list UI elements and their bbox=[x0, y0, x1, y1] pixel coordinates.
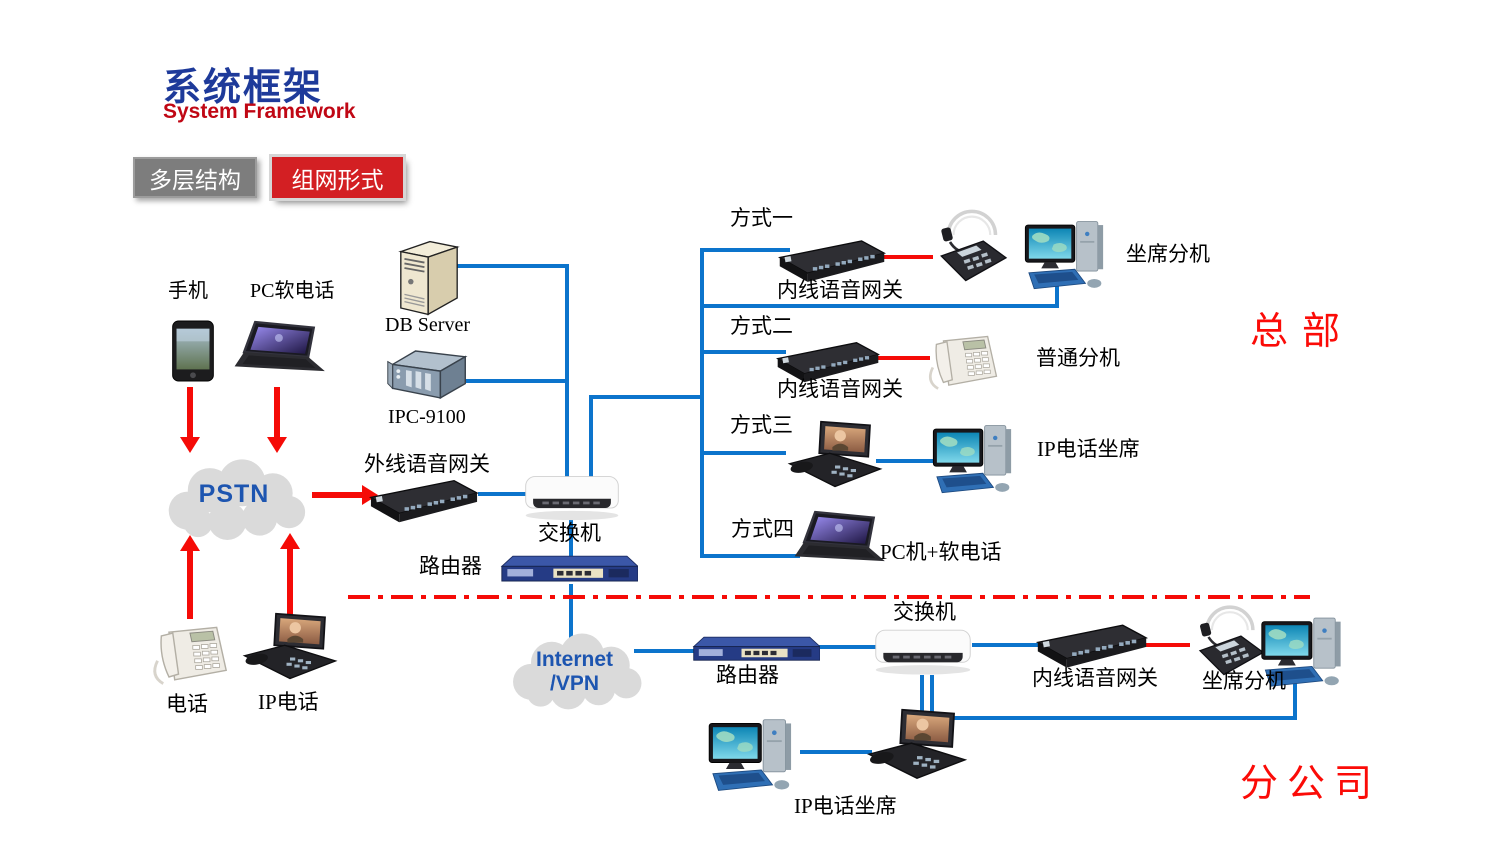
page-subtitle: System Framework bbox=[163, 100, 356, 123]
rack-server-icon bbox=[383, 344, 471, 404]
line-gateway1-to-headsetphone bbox=[873, 255, 933, 259]
line-router2-to-switch2 bbox=[810, 645, 876, 649]
line-switch2-down-ipphone bbox=[920, 675, 924, 723]
router2-label: 路由器 bbox=[716, 663, 779, 687]
smartphone-icon bbox=[170, 320, 216, 382]
router-icon bbox=[500, 554, 638, 586]
line-dbserver-to-trunk bbox=[455, 264, 569, 268]
inner-gateway2-label: 内线语音网关 bbox=[777, 377, 903, 401]
laptop-icon bbox=[233, 318, 328, 380]
ip-agent1-label: IP电话坐席 bbox=[1037, 437, 1140, 461]
ip-video-phone-icon bbox=[240, 612, 340, 682]
method3-label: 方式三 bbox=[730, 413, 793, 437]
switch-label: 交换机 bbox=[538, 521, 601, 545]
arrow-pstn-to-gateway-shaft bbox=[312, 492, 362, 498]
line-vertical-sub bbox=[589, 395, 593, 480]
arrow-laptop-to-pstn-head bbox=[267, 437, 287, 453]
outer-gateway-label: 外线语音网关 bbox=[364, 452, 490, 476]
ip-agent2-label: IP电话坐席 bbox=[794, 794, 897, 818]
page-title: 系统框架 bbox=[163, 67, 324, 109]
line-pc-to-ipphone-bottom bbox=[800, 750, 872, 754]
ipc-9100-label: IPC-9100 bbox=[388, 406, 466, 428]
router2-icon bbox=[692, 634, 820, 666]
line-vertical-main bbox=[565, 264, 569, 480]
agent-ext2-label: 坐席分机 bbox=[1202, 669, 1286, 693]
line-switch2-to-gateway bbox=[972, 643, 1040, 647]
arrow-laptop-to-pstn-shaft bbox=[274, 387, 280, 437]
tab-network-form[interactable]: 组网形式 bbox=[272, 157, 403, 198]
pc-plus-softphone-label: PC机+软电话 bbox=[880, 540, 1002, 564]
line-right-trunk bbox=[700, 248, 704, 558]
method2-label: 方式二 bbox=[730, 314, 793, 338]
line-switch2-down-agent bbox=[930, 675, 934, 720]
inner-gateway3-label: 内线语音网关 bbox=[1032, 666, 1158, 690]
arrow-ipphone-to-pstn-head bbox=[280, 533, 300, 549]
desktop-computer-icon bbox=[1020, 218, 1112, 294]
line-bottom-horizontal bbox=[930, 716, 1297, 720]
headset-phone-icon bbox=[930, 200, 1012, 284]
agent-ext1-label: 坐席分机 bbox=[1126, 242, 1210, 266]
line-agent1-up bbox=[1055, 284, 1059, 308]
tab-multilayer-structure[interactable]: 多层结构 bbox=[133, 157, 257, 198]
line-switch-to-router bbox=[569, 518, 573, 560]
outer-voice-gateway-icon bbox=[368, 478, 480, 524]
arrow-phone-to-pstn-head bbox=[180, 535, 200, 551]
desktop-computer4-icon bbox=[700, 716, 804, 796]
internet-label-line2: /VPN bbox=[549, 672, 599, 695]
laptop2-icon bbox=[793, 508, 888, 570]
line-agent1-return bbox=[700, 304, 1058, 308]
ip-video-phone2-icon bbox=[786, 420, 884, 490]
arrow-ipphone-to-pstn-shaft bbox=[287, 549, 293, 617]
inner-voice-gateway3-icon bbox=[1036, 620, 1148, 672]
headset-phone2-icon bbox=[1188, 596, 1270, 678]
internet-label-line1: Internet bbox=[535, 648, 613, 671]
desk-phone-icon bbox=[148, 620, 230, 692]
switch2-label: 交换机 bbox=[893, 600, 956, 624]
line-branch-method1 bbox=[700, 248, 790, 252]
ip-video-phone3-icon bbox=[862, 708, 972, 782]
desktop-computer2-icon bbox=[928, 422, 1020, 498]
router-label: 路由器 bbox=[419, 554, 482, 578]
line-gateway-to-switch bbox=[478, 492, 526, 496]
tower-server-icon bbox=[391, 238, 467, 318]
line-branch-method4 bbox=[700, 554, 800, 558]
db-server-label: DB Server bbox=[385, 314, 470, 336]
arrow-mobile-to-pstn-shaft bbox=[187, 387, 193, 437]
network-switch-icon bbox=[522, 470, 622, 522]
line-gateway3-to-headsetphone bbox=[1128, 643, 1190, 647]
divider-hq-branch bbox=[348, 595, 1310, 599]
line-ipc-to-trunk bbox=[452, 379, 569, 383]
mobile-label: 手机 bbox=[168, 280, 208, 302]
ip-phone-label: IP电话 bbox=[258, 690, 319, 714]
arrow-mobile-to-pstn-head bbox=[180, 437, 200, 453]
inner-gateway1-label: 内线语音网关 bbox=[777, 278, 903, 302]
line-up-to-agent-pc bbox=[1293, 672, 1297, 720]
ordinary-ext-label: 普通分机 bbox=[1036, 346, 1120, 370]
line-cloud-to-router2 bbox=[634, 649, 694, 653]
line-branch-method2 bbox=[700, 350, 786, 354]
pc-softphone-label: PC软电话 bbox=[250, 280, 335, 302]
hq-region-label: 总部 bbox=[1250, 311, 1355, 353]
line-router-to-cloud bbox=[569, 584, 573, 646]
arrow-phone-to-pstn-shaft bbox=[187, 551, 193, 619]
phone-label: 电话 bbox=[166, 692, 208, 716]
network-switch2-icon bbox=[872, 624, 974, 676]
line-switch-to-right-trunk bbox=[589, 395, 704, 399]
method1-label: 方式一 bbox=[730, 206, 793, 230]
branch-region-label: 分公司 bbox=[1240, 763, 1382, 805]
pstn-label: PSTN bbox=[198, 480, 270, 508]
line-ipphone-to-pc bbox=[876, 459, 938, 463]
line-branch-method3 bbox=[700, 451, 786, 455]
line-gateway2-to-deskphone bbox=[868, 356, 930, 360]
method4-label: 方式四 bbox=[731, 517, 794, 541]
desk-phone2-icon bbox=[924, 330, 1000, 396]
